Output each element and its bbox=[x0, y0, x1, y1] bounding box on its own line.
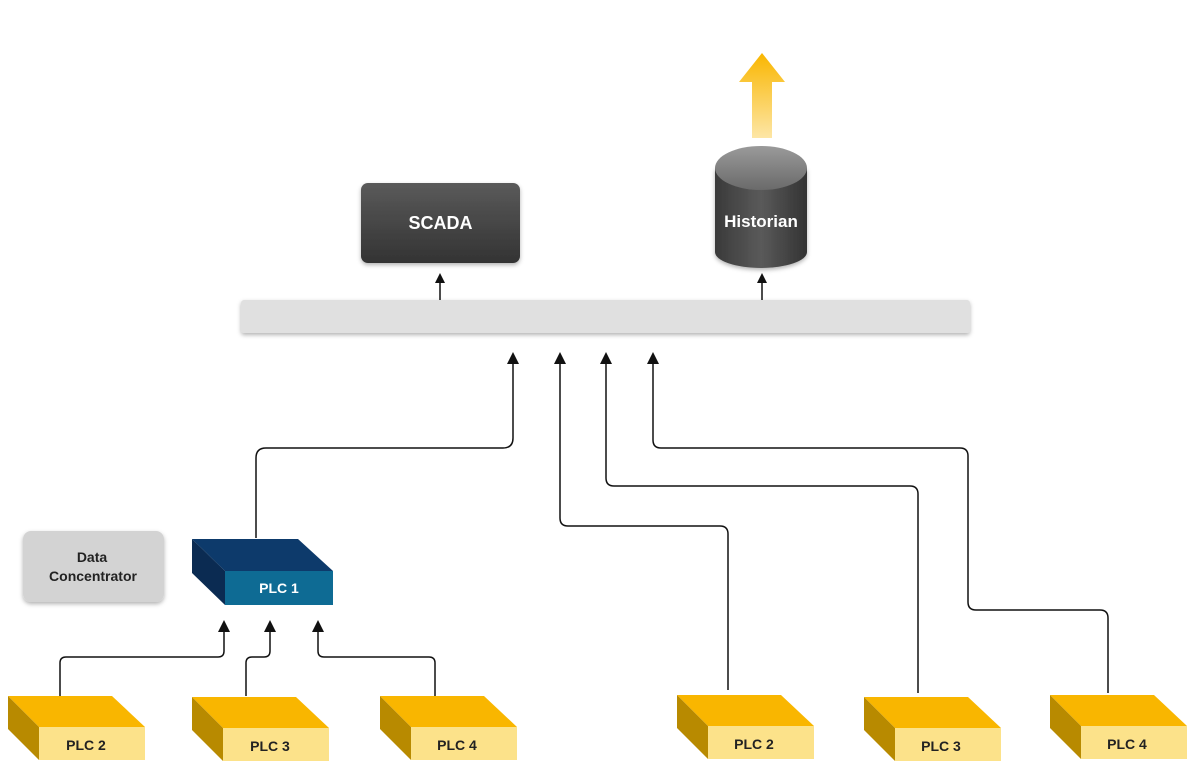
data-concentrator-node: Data Concentrator bbox=[23, 531, 164, 602]
right-plc3-top-face bbox=[864, 697, 1001, 728]
arrowhead-plc1-b bbox=[264, 620, 276, 632]
arrowhead-scada bbox=[435, 273, 445, 283]
right-plc4-to-bus-line bbox=[652, 362, 1109, 693]
right-plc4-node: PLC 4 bbox=[1050, 695, 1187, 759]
historian-cylinder-body bbox=[715, 168, 807, 268]
plc1-top-face bbox=[192, 539, 333, 571]
left-plc2-label: PLC 2 bbox=[66, 737, 106, 753]
left-plc2-side-face bbox=[8, 696, 39, 760]
right-plc4-side-face bbox=[1050, 695, 1081, 759]
scada-node: SCADA bbox=[361, 183, 520, 263]
right-plc3-to-bus-line bbox=[605, 362, 919, 693]
left-plc4-top-face bbox=[380, 696, 517, 727]
right-plc3-front-face bbox=[895, 728, 1001, 761]
arrowhead-bus-2 bbox=[554, 352, 566, 364]
right-plc4-top-face bbox=[1050, 695, 1187, 726]
left-plc3-front-face bbox=[223, 728, 329, 761]
left-plc4-front-face bbox=[411, 727, 517, 760]
scada-label: SCADA bbox=[408, 213, 472, 233]
right-plc2-node: PLC 2 bbox=[677, 695, 814, 759]
plc1-side-face bbox=[192, 539, 225, 605]
left-plc4-label: PLC 4 bbox=[437, 737, 477, 753]
left-plc4-side-face bbox=[380, 696, 411, 760]
historian-label: Historian bbox=[724, 212, 798, 231]
right-plc2-label: PLC 2 bbox=[734, 736, 774, 752]
historian-cylinder-top bbox=[715, 146, 807, 190]
left-plc3-side-face bbox=[192, 697, 223, 761]
plc1-to-bus-line bbox=[255, 362, 514, 538]
arrowheads bbox=[218, 273, 767, 632]
network-bus bbox=[241, 300, 970, 333]
left-plc2-to-plc1-line bbox=[59, 630, 225, 696]
right-plc4-front-face bbox=[1081, 726, 1187, 759]
left-plc3-top-face bbox=[192, 697, 329, 728]
right-plc2-front-face bbox=[708, 726, 814, 759]
data-concentrator-box bbox=[23, 531, 164, 602]
right-plc2-side-face bbox=[677, 695, 708, 759]
plc1-node: PLC 1 bbox=[192, 539, 333, 605]
left-plc4-node: PLC 4 bbox=[380, 696, 517, 760]
left-plc2-node: PLC 2 bbox=[8, 696, 145, 760]
connector-lines bbox=[59, 282, 1109, 696]
plc1-front-face bbox=[225, 571, 333, 605]
scada-box bbox=[361, 183, 520, 263]
right-plc4-label: PLC 4 bbox=[1107, 736, 1147, 752]
left-plc3-node: PLC 3 bbox=[192, 697, 329, 761]
plc1-label: PLC 1 bbox=[259, 580, 299, 596]
arrowhead-plc1-c bbox=[312, 620, 324, 632]
arrowhead-plc1-a bbox=[218, 620, 230, 632]
left-plc2-front-face bbox=[39, 727, 145, 760]
arrowhead-historian bbox=[757, 273, 767, 283]
left-plc3-to-plc1-line bbox=[245, 630, 271, 696]
historian-node: Historian bbox=[715, 146, 807, 268]
arrowhead-bus-4 bbox=[647, 352, 659, 364]
right-plc2-top-face bbox=[677, 695, 814, 726]
right-plc3-side-face bbox=[864, 697, 895, 761]
right-plc3-node: PLC 3 bbox=[864, 697, 1001, 761]
right-plc3-label: PLC 3 bbox=[921, 738, 961, 754]
export-up-arrow-icon bbox=[739, 53, 785, 138]
left-plc2-top-face bbox=[8, 696, 145, 727]
arrowhead-bus-3 bbox=[600, 352, 612, 364]
left-plc4-to-plc1-line bbox=[317, 630, 436, 696]
left-plc3-label: PLC 3 bbox=[250, 738, 290, 754]
data-concentrator-label-line1: Data bbox=[77, 549, 108, 565]
right-plc2-to-bus-line bbox=[559, 362, 729, 690]
data-concentrator-label-line2: Concentrator bbox=[49, 568, 137, 584]
arrowhead-bus-1 bbox=[507, 352, 519, 364]
